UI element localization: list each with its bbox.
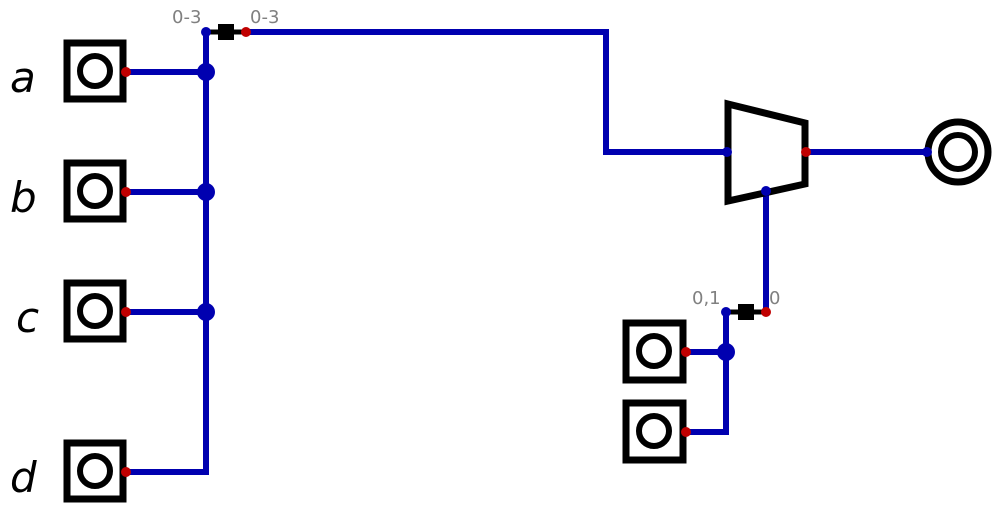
splitter-top-right-label: 0-3	[250, 7, 279, 28]
splitter-select[interactable]	[721, 304, 771, 320]
input-c[interactable]	[63, 279, 131, 343]
label-a: a	[10, 53, 36, 102]
junction-dot	[197, 183, 215, 201]
input-select-1[interactable]	[622, 399, 691, 464]
junction-dot	[197, 303, 215, 321]
input-select-0[interactable]	[622, 319, 691, 384]
multiplexer[interactable]	[722, 99, 811, 206]
splitter-top-left-label: 0-3	[172, 7, 201, 28]
splitter-select-right-label: 0	[769, 288, 780, 309]
label-d: d	[10, 453, 37, 502]
wire-bus-to-mux[interactable]	[246, 29, 726, 155]
wire-d-bus[interactable]	[126, 32, 209, 475]
junction-dot	[197, 63, 215, 81]
input-a[interactable]	[63, 39, 131, 103]
junction-dot	[717, 343, 735, 361]
input-d[interactable]	[63, 439, 131, 503]
splitter-top[interactable]	[201, 24, 251, 40]
label-b: b	[10, 173, 37, 222]
wires	[126, 29, 926, 475]
junctions	[197, 63, 735, 361]
label-c: c	[16, 293, 39, 342]
wire-s1[interactable]	[686, 312, 729, 435]
input-b[interactable]	[63, 159, 131, 223]
splitter-select-left-label: 0,1	[692, 288, 721, 309]
output-pin[interactable]	[922, 118, 992, 186]
